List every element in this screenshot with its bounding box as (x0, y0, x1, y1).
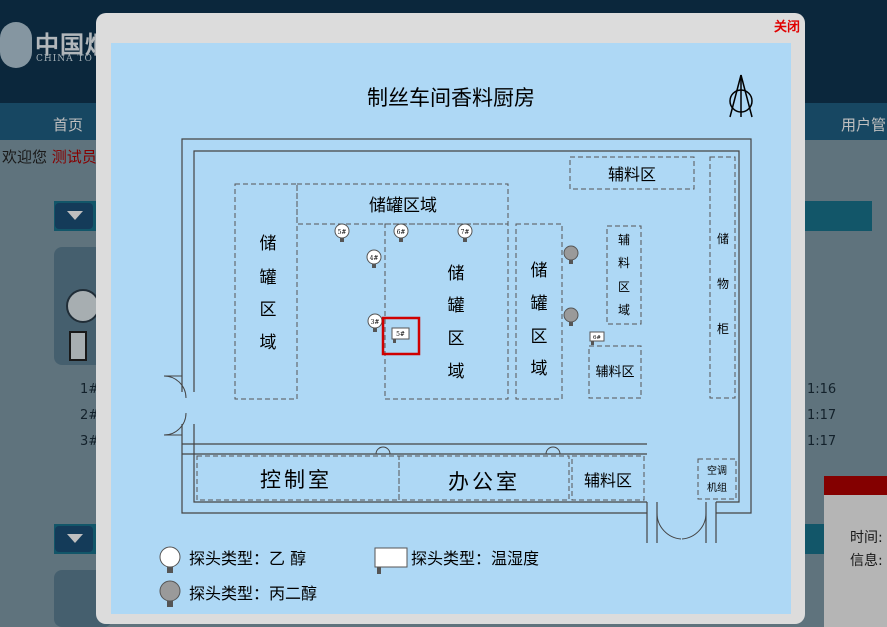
legend-temp-humidity: 探头类型：温湿度 (374, 547, 539, 574)
legend-propylene-glycol: 探头类型：丙二醇 (159, 580, 317, 607)
floor-plan: 制丝车间香料厨房 (111, 43, 791, 614)
svg-text:3#: 3# (371, 319, 380, 326)
room-label-control-room: 控制室 (260, 468, 332, 492)
room-label-storage-left: 储 罐 区 域 (260, 234, 277, 353)
propylene-glycol-sensor-icon (159, 580, 181, 607)
selected-sensor-highlight (381, 316, 421, 356)
svg-text:罐: 罐 (448, 296, 465, 316)
welcome-message: 欢迎您 测试员 (2, 146, 97, 167)
room-label-storage-right: 储 罐 区 域 (531, 261, 548, 379)
alarm-time-label: 时间: (850, 530, 883, 546)
svg-text:储: 储 (717, 231, 729, 246)
svg-text:域: 域 (448, 362, 465, 382)
svg-text:区: 区 (618, 280, 630, 294)
device-row-label: 1# (80, 382, 100, 397)
device-row-label: 3# (80, 434, 100, 449)
room-label-storage-center: 储 罐 区 域 (448, 264, 465, 382)
svg-text:6#: 6# (593, 335, 601, 341)
legend-temp-humidity-label: 探头类型：温湿度 (411, 549, 539, 568)
svg-text:储: 储 (448, 264, 465, 284)
propylene-glycol-sensor[interactable] (563, 245, 579, 264)
svg-text:机组: 机组 (707, 481, 727, 494)
ethanol-sensor[interactable]: 5# (334, 223, 350, 242)
svg-text:空调: 空调 (707, 464, 727, 477)
row-time: 1:17 (807, 434, 837, 449)
svg-text:7#: 7# (461, 229, 470, 236)
svg-text:物: 物 (717, 277, 729, 291)
svg-text:储: 储 (260, 234, 277, 254)
ethanol-sensor-icon (159, 546, 181, 573)
company-logo-icon (0, 22, 32, 68)
svg-text:域: 域 (260, 333, 277, 353)
temp-humidity-sensor[interactable]: 6# (589, 331, 605, 345)
ethanol-sensor[interactable]: 7# (457, 223, 473, 242)
building-walls (181, 138, 752, 543)
floor-plan-modal: 关闭 制丝车间香料厨房 (96, 13, 805, 624)
svg-text:柜: 柜 (717, 322, 729, 336)
welcome-prefix: 欢迎您 (2, 148, 48, 166)
svg-text:料: 料 (618, 256, 630, 270)
room-label-storage-top: 储罐区域 (369, 196, 437, 216)
room-label-office: 办公室 (448, 470, 520, 494)
svg-text:5#: 5# (338, 229, 347, 236)
svg-text:5#: 5# (396, 331, 405, 338)
ethanol-sensor[interactable]: 4# (366, 249, 382, 268)
legend-ethanol-label: 探头类型：乙 醇 (189, 549, 306, 568)
svg-text:6#: 6# (397, 229, 406, 236)
chevron-down-icon[interactable] (55, 526, 93, 552)
svg-text:罐: 罐 (260, 268, 277, 288)
svg-text:域: 域 (531, 359, 548, 379)
svg-text:区: 区 (448, 329, 465, 349)
room-outlines (196, 156, 737, 501)
temp-humidity-sensor-icon (374, 547, 408, 574)
alarm-card: 时间: 信息: (824, 476, 887, 627)
legend-ethanol: 探头类型：乙 醇 (159, 546, 306, 573)
door-icon (163, 375, 707, 540)
ethanol-sensor[interactable]: 3# (367, 313, 383, 332)
nav-user-management[interactable]: 用户管 (841, 116, 887, 134)
row-time: 1:17 (807, 408, 837, 423)
svg-text:区: 区 (531, 327, 548, 347)
device-row-label: 2# (80, 408, 100, 423)
svg-text:4#: 4# (370, 255, 379, 262)
temp-humidity-sensor[interactable]: 5# (391, 327, 410, 343)
chevron-down-icon[interactable] (55, 203, 93, 229)
row-time: 1:16 (807, 382, 837, 397)
svg-text:罐: 罐 (531, 294, 548, 314)
svg-text:储: 储 (531, 261, 548, 281)
alarm-card-header (824, 476, 887, 495)
svg-text:域: 域 (618, 303, 630, 317)
alarm-info-label: 信息: (850, 553, 883, 569)
floor-plan-svg: 制丝车间香料厨房 (159, 74, 753, 607)
room-label-aux-mid: 辅料区 (595, 365, 634, 380)
ethanol-sensor[interactable]: 6# (393, 223, 409, 242)
switch-icon (69, 331, 87, 361)
compass-icon (729, 74, 753, 118)
room-label-cabinet: 储 物 柜 (717, 231, 729, 336)
nav-home[interactable]: 首页 (53, 116, 84, 134)
room-label-ac-unit: 空调 机组 (707, 464, 727, 494)
floor-plan-title: 制丝车间香料厨房 (367, 86, 535, 110)
legend-propylene-glycol-label: 探头类型：丙二醇 (189, 584, 317, 603)
room-label-aux-top: 辅料区 (608, 165, 656, 184)
close-button[interactable]: 关闭 (773, 20, 800, 35)
welcome-user[interactable]: 测试员 (51, 148, 97, 166)
svg-text:辅: 辅 (618, 233, 630, 247)
logo-subtext: CHINA TO (36, 54, 93, 64)
room-label-aux-small: 辅 料 区 域 (618, 233, 630, 317)
svg-text:区: 区 (260, 300, 277, 320)
propylene-glycol-sensor[interactable] (563, 307, 579, 326)
room-label-aux-bottom: 辅料区 (584, 471, 632, 490)
